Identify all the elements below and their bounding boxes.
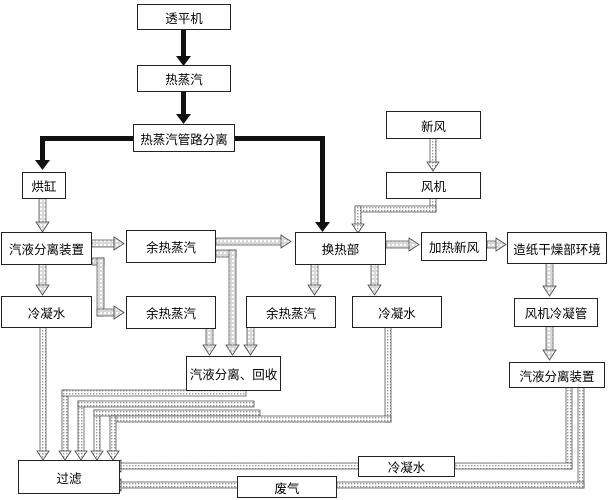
steam-pipe-separation-node: 热蒸汽管路分离 [133, 124, 235, 152]
exhaust-gas-node: 废气 [237, 476, 337, 498]
paper-drying-environment-node: 造纸干燥部环境 [507, 232, 607, 264]
steam-main-flow [35, 28, 330, 232]
heat-exchange-node: 换热部 [295, 232, 386, 265]
waste-heat-steam-node-2: 余热蒸汽 [126, 296, 216, 329]
filter-node: 过滤 [18, 460, 120, 494]
turbine-node: 透平机 [137, 4, 231, 30]
hatched-pipes [38, 197, 554, 352]
condensate-node-3: 冷凝水 [358, 456, 455, 477]
fresh-air-node: 新风 [386, 111, 481, 139]
separation-recovery-node: 汽液分离、回收 [186, 356, 281, 391]
condensate-node-1: 冷凝水 [1, 296, 92, 328]
fan-condenser-pipe-node: 风机冷凝管 [514, 298, 598, 327]
steam-liquid-separator-node-2: 汽液分离装置 [509, 362, 605, 388]
dotted-pipes [39, 137, 585, 489]
hatched-arrowheads [35, 221, 557, 361]
hot-steam-node: 热蒸汽 [137, 65, 231, 92]
steam-liquid-separator-node-1: 汽液分离装置 [1, 232, 92, 265]
drying-cylinder-node: 烘缸 [22, 172, 66, 199]
waste-heat-steam-node-1: 余热蒸汽 [126, 230, 216, 263]
condensate-node-2: 冷凝水 [352, 296, 442, 328]
waste-heat-steam-node-3: 余热蒸汽 [246, 296, 336, 328]
fan-node: 风机 [386, 172, 481, 199]
heated-fresh-air-node: 加热新风 [421, 232, 487, 261]
